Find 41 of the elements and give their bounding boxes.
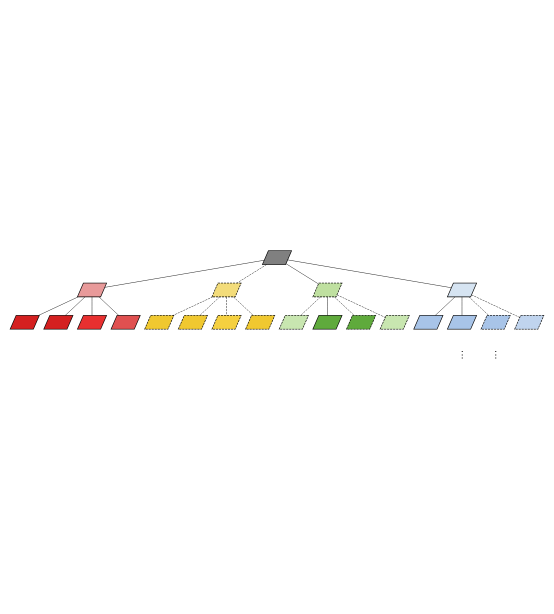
node-parallelogram <box>245 315 276 330</box>
label: ⋮ <box>491 350 500 361</box>
connector <box>104 260 264 288</box>
node-parallelogram <box>10 315 40 330</box>
node-parallelogram <box>346 315 376 330</box>
node-parallelogram <box>76 315 108 330</box>
node-parallelogram <box>211 282 242 298</box>
node-parallelogram <box>43 315 74 330</box>
connector <box>65 296 86 316</box>
node-parallelogram <box>262 250 292 265</box>
node-parallelogram <box>211 315 242 330</box>
label: ⋮ <box>457 350 466 361</box>
node-parallelogram <box>178 315 208 330</box>
connector <box>38 296 78 316</box>
node-parallelogram <box>413 315 444 330</box>
node-parallelogram <box>480 315 511 330</box>
node-parallelogram <box>312 282 343 298</box>
connector <box>336 294 386 318</box>
connector <box>435 296 456 316</box>
node-parallelogram <box>446 282 478 298</box>
connector <box>468 296 489 316</box>
connector <box>286 263 319 284</box>
connector <box>233 296 254 316</box>
connector <box>226 296 227 316</box>
connector <box>327 296 328 316</box>
connector <box>200 296 220 316</box>
connector <box>471 294 520 318</box>
connector <box>98 296 119 316</box>
node-parallelogram <box>76 282 108 298</box>
connector <box>288 260 452 288</box>
node-parallelogram <box>144 315 174 330</box>
connector <box>300 296 321 316</box>
node-parallelogram <box>312 315 343 330</box>
node-parallelogram <box>446 315 478 330</box>
node-parallelogram <box>380 315 410 330</box>
connector <box>334 296 354 316</box>
node-parallelogram <box>278 315 309 330</box>
node-parallelogram <box>110 315 141 330</box>
node-parallelogram <box>514 315 544 330</box>
connector <box>172 296 213 316</box>
connector <box>236 264 267 284</box>
